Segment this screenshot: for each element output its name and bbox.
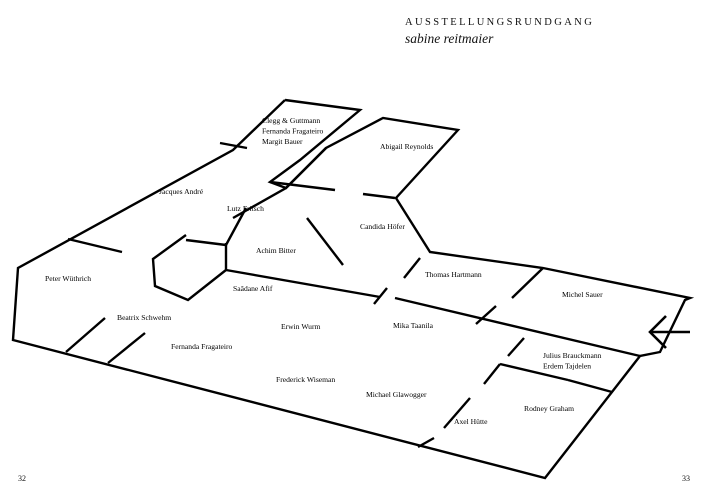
wall-graham-top (567, 378, 613, 394)
wall-schwehm-b (107, 332, 146, 364)
wall-andre-left (67, 237, 123, 254)
wall-hartmann-door-b (373, 287, 388, 305)
outer-wall (11, 98, 695, 480)
room-label: Michel Sauer (562, 290, 603, 299)
wall-andre-fritsch (269, 180, 336, 192)
header-title: AUSSTELLUNGSRUNDGANG (405, 17, 595, 28)
room-label: Candida Höfer (360, 222, 405, 231)
walls (11, 98, 695, 480)
room-label: Beatrix Schwehm (117, 313, 171, 322)
room-label: Michael Glawogger (366, 390, 427, 399)
wall-schwehm-a (65, 317, 106, 353)
room-label: Jacques André (159, 187, 204, 196)
room-label: Julius Brauckmann Erdem Tajdelen (543, 351, 603, 371)
wall-clegg-door (219, 141, 248, 150)
wall-hexagon (151, 234, 228, 302)
header-subtitle: sabine reitmaier (405, 31, 494, 46)
wall-sauer-b (475, 305, 497, 325)
wall-reynolds-door (362, 192, 396, 200)
wall-hex-top (185, 238, 227, 247)
room-label: Erwin Wurm (281, 322, 321, 331)
wall-brauckmann-floor (499, 362, 569, 382)
room-label: Axel Hütte (454, 417, 488, 426)
room-label: Fernanda Fragateiro (171, 342, 233, 351)
room-label: Clegg & Guttmann Fernanda Fragateiro Mar… (262, 116, 325, 146)
room-label: Thomas Hartmann (425, 270, 482, 279)
wall-brauckmann-b (483, 363, 501, 385)
page-number-right: 33 (682, 474, 690, 483)
room-label: Peter Wüthrich (45, 274, 91, 283)
entrance-arrow-icon (648, 315, 690, 349)
wall-huette-b (417, 436, 435, 449)
room-label: Saâdane Afif (233, 284, 273, 293)
room-label: Frederick Wiseman (276, 375, 335, 384)
room-label: Achim Bitter (256, 246, 296, 255)
page-number-left: 32 (18, 474, 26, 483)
wall-brauckmann-a (507, 337, 525, 357)
room-label: Mika Taanila (393, 321, 434, 330)
wall-corridor-2 (394, 296, 641, 358)
room-label: Lutz Fritsch (227, 204, 264, 213)
wall-sauer-a (511, 267, 544, 299)
wall-corridor (225, 268, 381, 299)
wall-huette-a (443, 397, 471, 429)
room-labels: Clegg & Guttmann Fernanda Fragateiro Mar… (45, 116, 603, 426)
room-label: Rodney Graham (524, 404, 574, 413)
wall-fritsch-bitter (224, 207, 248, 246)
wall-upper-right (232, 147, 327, 220)
wall-hartmann-door-a (403, 257, 421, 279)
room-label: Abigail Reynolds (380, 142, 433, 151)
wall-hoefer-diag (306, 217, 344, 266)
